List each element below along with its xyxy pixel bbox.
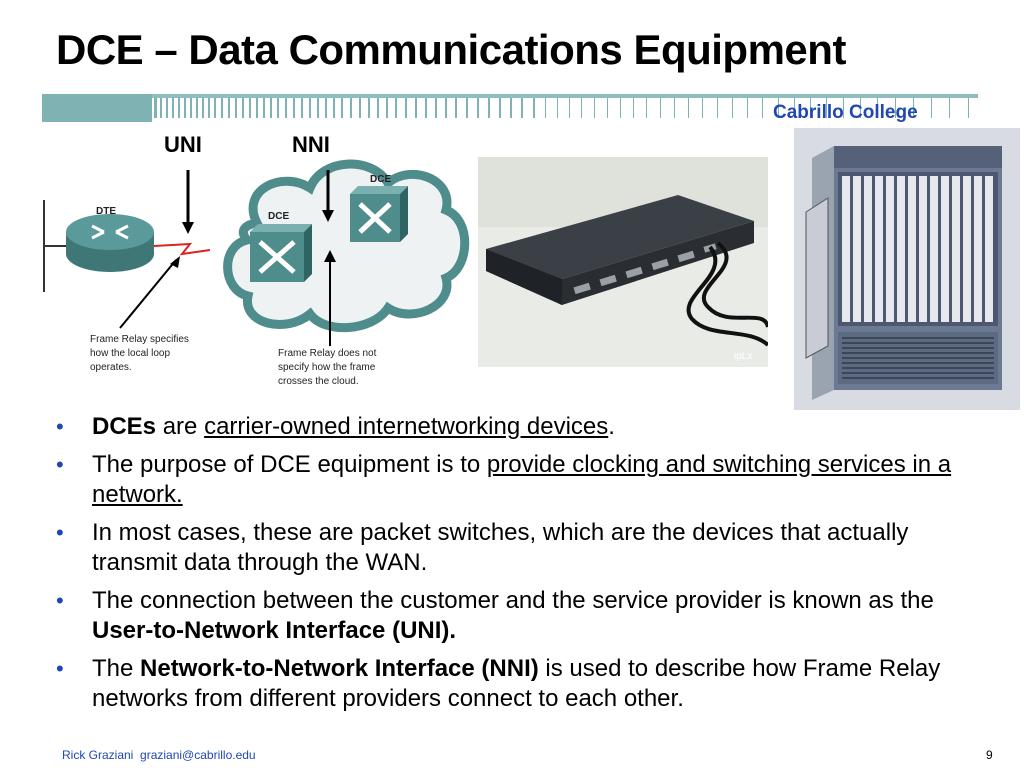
bullet-text: . — [608, 413, 615, 440]
caption-right: Frame Relay does not specify how the fra… — [278, 348, 379, 387]
footer-email: graziani@cabrillo.edu — [140, 748, 256, 762]
bullet-text: Network-to-Network Interface (NNI) — [140, 655, 539, 682]
bullet-text: The — [92, 655, 141, 682]
bullet-text: provide clocking and switching services … — [92, 451, 952, 508]
frame-relay-diagram: DTE DCE DCE UNI NNI — [42, 128, 472, 390]
dce-label-2: DCE — [370, 174, 391, 185]
bullet-text: The connection between the customer and … — [92, 587, 934, 614]
bullet-marker: • — [56, 588, 64, 613]
bullet-marker: • — [56, 414, 64, 439]
bullet-text: carrier-owned internetworking devices — [204, 413, 609, 440]
bullet-text: DCEs — [92, 413, 157, 440]
uni-arrow — [182, 222, 194, 234]
bullet-item: • The purpose of DCE equipment is to prov… — [50, 450, 990, 510]
bullet-text: The purpose of DCE equipment is to — [92, 451, 487, 478]
dce-device-photo: ipLx — [478, 157, 770, 367]
bullet-item: • In most cases, these are packet switche… — [50, 518, 990, 578]
bullet-list: • DCEs are carrier-owned internetworking … — [50, 412, 990, 722]
dte-router-icon — [66, 214, 154, 272]
bullet-text: are — [156, 413, 205, 440]
nni-label: NNI — [292, 132, 330, 157]
serial-link — [153, 242, 211, 256]
dte-label: DTE — [96, 206, 116, 217]
bullet-text: User-to-Network Interface (UNI). — [92, 617, 457, 644]
bullet-marker: • — [56, 520, 64, 545]
footer-author: Rick Graziani graziani@cabrillo.edu — [62, 748, 256, 762]
bullet-text: is used to describe how Frame Relay netw… — [92, 655, 941, 712]
dce-switch-icon — [350, 186, 408, 242]
uni-label: UNI — [164, 132, 202, 157]
caption-left: Frame Relay specifies how the local loop… — [90, 334, 192, 373]
bullet-text: In most cases, these are packet switches… — [92, 519, 909, 576]
bullet-marker: • — [56, 656, 64, 681]
bullet-item: •The Network-to-Network Interface (NNI) … — [50, 654, 990, 714]
bullet-item: • DCEs are carrier-owned internetworking … — [50, 412, 990, 442]
page-number: 9 — [986, 748, 993, 762]
dce-label-1: DCE — [268, 211, 289, 222]
photo-watermark: ipLx — [734, 351, 752, 362]
header-stripe-band — [42, 94, 978, 122]
footer-author-name: Rick Graziani — [62, 748, 134, 762]
dce-switch-icon — [250, 224, 312, 282]
slide-title: DCE – Data Communications Equipment — [56, 26, 846, 73]
carrier-switch-photo — [794, 128, 1020, 410]
bullet-item: • The connection between the customer and… — [50, 586, 990, 646]
bullet-marker: • — [56, 452, 64, 477]
college-name: Cabrillo College — [773, 102, 918, 123]
nni-arrow — [322, 210, 334, 222]
